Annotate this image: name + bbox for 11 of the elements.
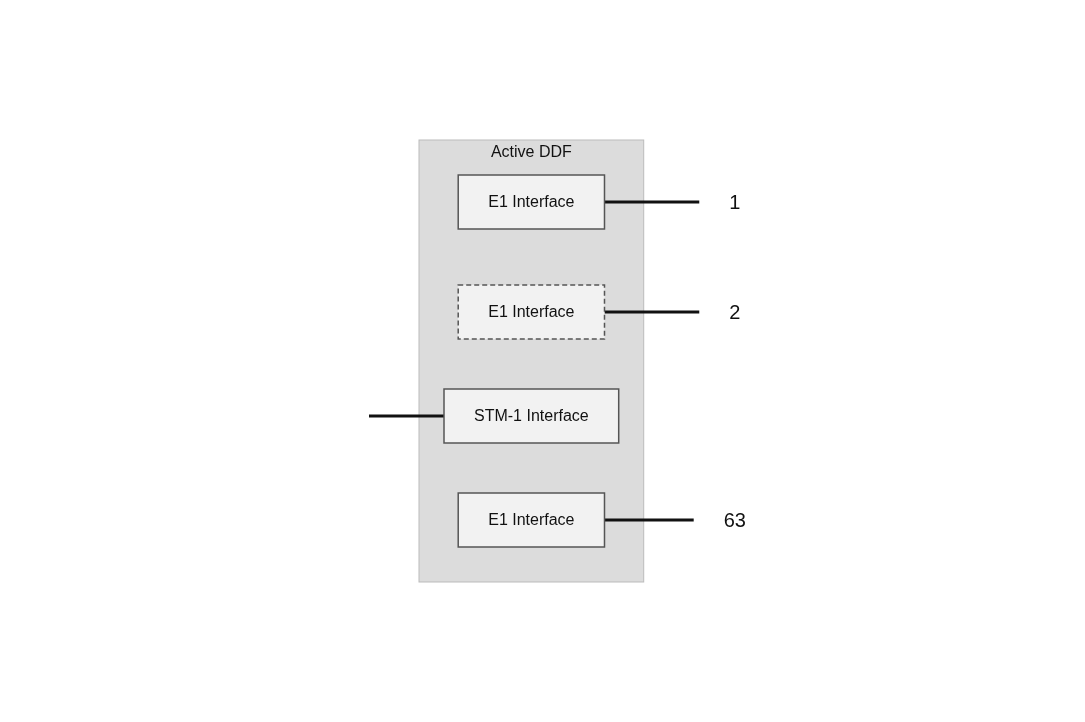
connector — [604, 518, 694, 522]
node-box: E1 Interface — [457, 284, 606, 340]
node-text: 2 — [729, 301, 741, 323]
node-text: 1 — [729, 191, 741, 213]
connector — [604, 200, 700, 204]
connector — [604, 310, 700, 314]
connector — [369, 414, 444, 418]
node-box: E1 Interface — [457, 174, 606, 230]
node-box: STM-1 Interface — [443, 388, 620, 444]
node-box: E1 Interface — [457, 492, 606, 548]
node-text: 63 — [723, 509, 746, 531]
